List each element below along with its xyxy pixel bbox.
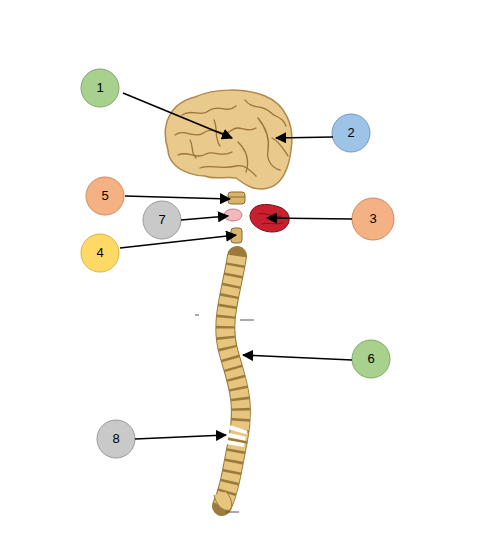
tick-marks xyxy=(195,315,254,512)
brain xyxy=(165,90,292,189)
callout-number: 6 xyxy=(356,350,386,368)
callout-number: 7 xyxy=(147,211,177,229)
callout-number: 2 xyxy=(336,124,366,142)
callout-number: 3 xyxy=(358,210,388,228)
spinal-column xyxy=(214,256,241,510)
callout-number: 8 xyxy=(101,430,131,448)
callout-number: 4 xyxy=(85,244,115,262)
callout-number: 1 xyxy=(85,79,115,97)
callout-circles xyxy=(81,69,394,458)
leader-arrows xyxy=(120,93,352,439)
callout-number: 5 xyxy=(90,187,120,205)
